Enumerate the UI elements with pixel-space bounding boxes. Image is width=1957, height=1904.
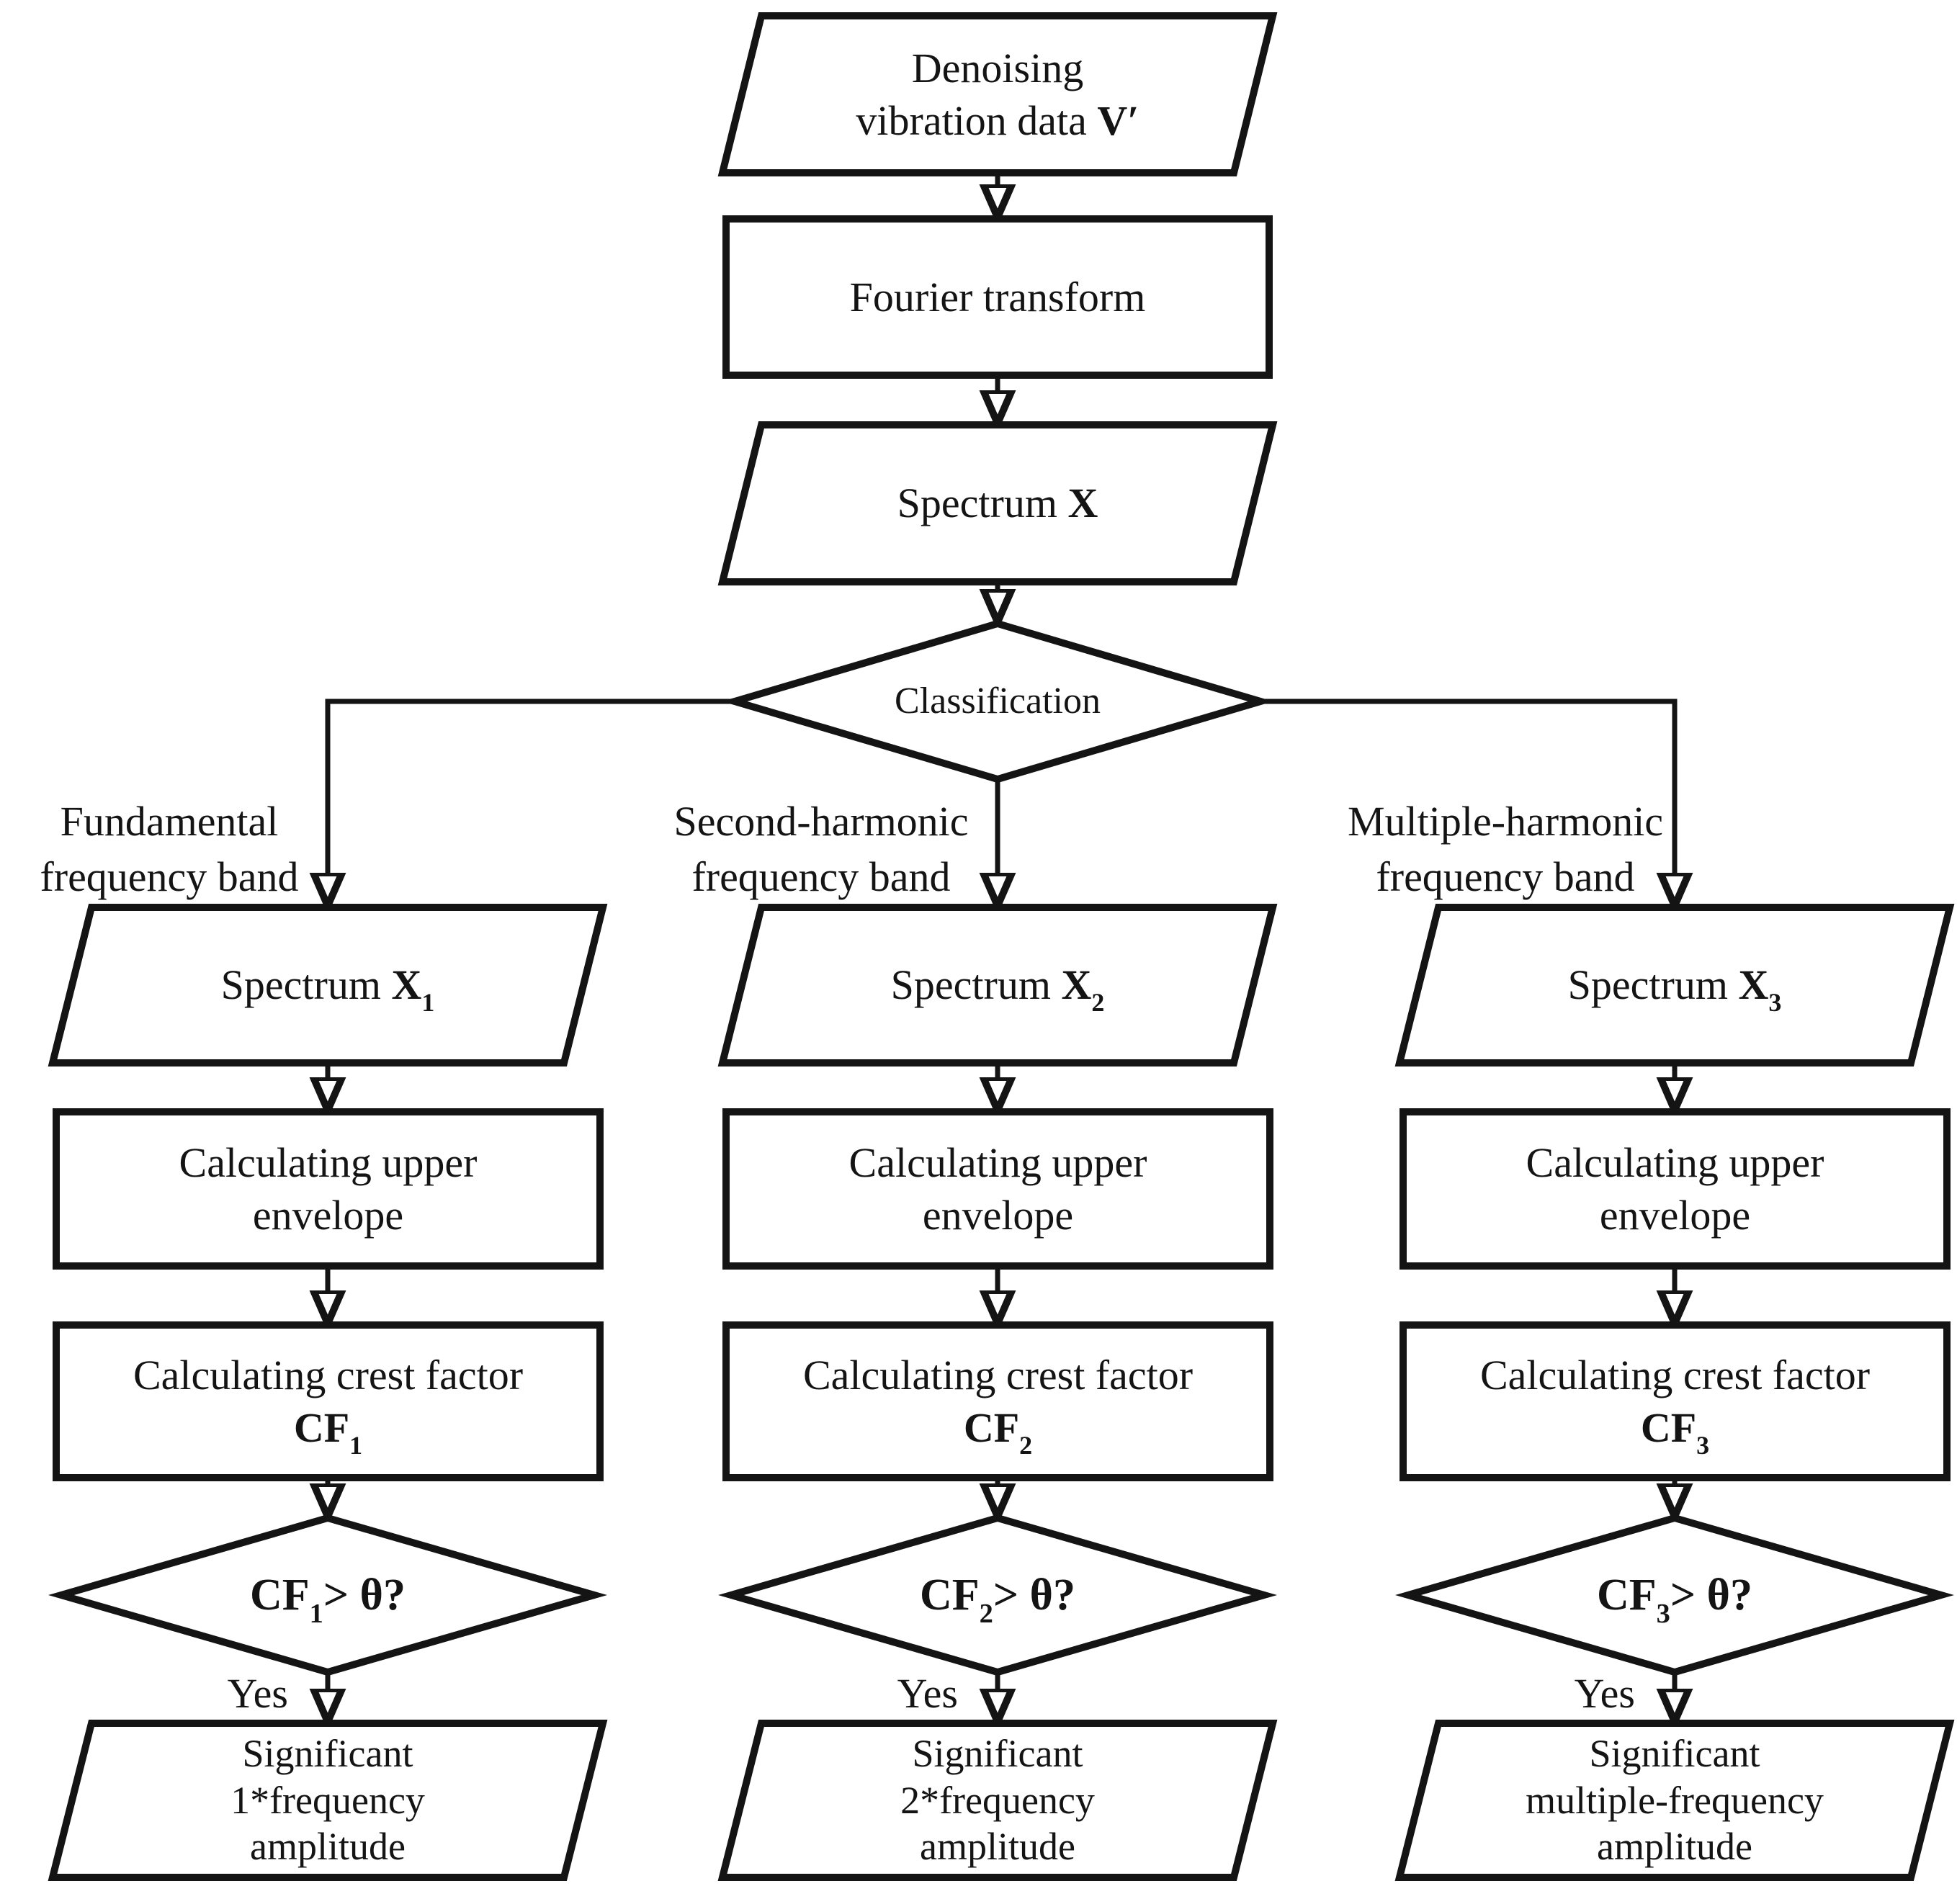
decision2-diamond bbox=[718, 1514, 1277, 1676]
classification-diamond bbox=[722, 619, 1273, 783]
fourier-rect bbox=[722, 215, 1273, 379]
crest2-rect bbox=[722, 1321, 1273, 1481]
decision3-diamond bbox=[1395, 1514, 1954, 1676]
result1-parallelogram bbox=[48, 1720, 608, 1881]
envelope2-rect bbox=[722, 1108, 1273, 1270]
connector-classification-left bbox=[328, 699, 735, 904]
crest1-rect bbox=[53, 1321, 604, 1481]
result3-parallelogram bbox=[1394, 1720, 1955, 1881]
spectrum-parallelogram bbox=[717, 421, 1278, 585]
spectrum3-parallelogram bbox=[1394, 904, 1955, 1066]
envelope1-rect bbox=[53, 1108, 604, 1270]
spectrum2-parallelogram bbox=[717, 904, 1278, 1066]
connector-classification-right bbox=[1260, 699, 1675, 904]
decision1-diamond bbox=[48, 1514, 607, 1676]
envelope3-rect bbox=[1400, 1108, 1951, 1270]
result2-parallelogram bbox=[717, 1720, 1278, 1881]
denoise-parallelogram bbox=[717, 12, 1278, 176]
crest3-rect bbox=[1400, 1321, 1951, 1481]
spectrum1-parallelogram bbox=[48, 904, 608, 1066]
